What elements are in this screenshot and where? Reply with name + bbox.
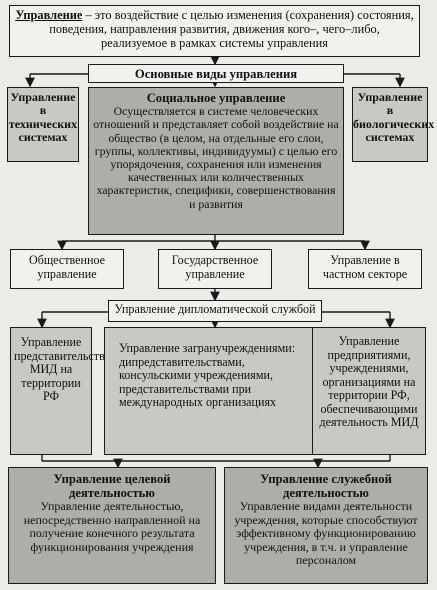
state-management-box: Государственное управление [158,249,272,289]
service-text: Управление видами деятельности учреждени… [234,499,418,567]
mfa-representations-box: Управление представительствами МИД на те… [10,327,124,455]
diplomatic-service-box: Управление дипломатической службой [108,300,322,322]
social-title: Социальное управление [146,91,286,105]
service-title: Управление служебной деятельностью [260,472,392,501]
definition-text: – это воздействие с целью изменения (сох… [49,8,414,50]
target-title: Управление целевой деятельностью [53,472,171,501]
definition-box: Управление – это воздействие с целью изм… [9,5,420,57]
social-text: Осуществляется в системе человеческих от… [93,104,339,211]
target-activity-box: Управление целевой деятельностью Управле… [8,467,216,584]
main-types-header: Основные виды управления [88,64,344,83]
social-management-box: Социальное управление Осуществляется в с… [88,87,344,235]
private-sector-box: Управление в частном секторе [308,249,422,289]
public-management-box: Общественное управление [10,249,124,289]
foreign-institutions-box: Управление загранучреждениями: дипредста… [104,327,326,455]
definition-term: Управление [15,8,83,22]
technical-systems-box: Управление в технических системах [7,87,79,162]
enterprises-box: Управление предприятиями, учреждениями, … [312,327,426,455]
target-text: Управление деятельностью, непосредственн… [23,499,201,554]
biological-systems-box: Управление в биологических системах [352,87,434,162]
service-activity-box: Управление служебной деятельностью Управ… [224,467,428,584]
